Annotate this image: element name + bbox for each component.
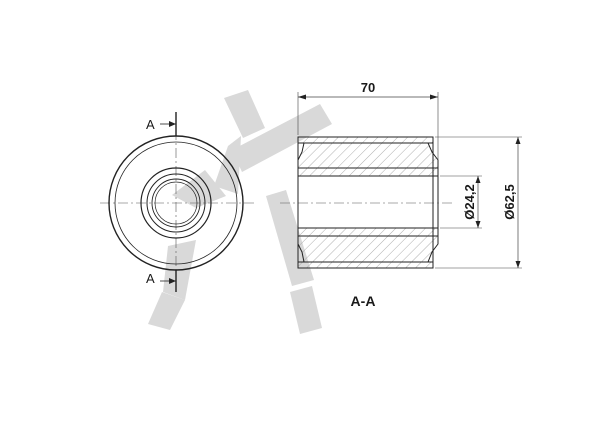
watermark-logo — [148, 90, 332, 334]
rubber-body-bottom — [297, 235, 439, 263]
rubber-body-top — [297, 142, 439, 169]
bore-circle-1 — [146, 173, 206, 233]
section-view: 70 Ø24,2 Ø62,5 A-A — [280, 80, 522, 309]
bore-circle-3 — [154, 181, 198, 225]
outer-sleeve-bottom — [297, 261, 434, 269]
outer-dia-arrow-top — [515, 137, 521, 144]
section-arrowhead-top — [169, 121, 176, 127]
outer-circle-inner-edge — [114, 141, 238, 265]
section-mark-top: A — [146, 117, 155, 132]
inner-sleeve-top — [297, 167, 439, 177]
section-arrowhead-bottom — [169, 278, 176, 284]
sleeve-outer-circle — [140, 167, 212, 239]
outer-diameter-dimension: Ø62,5 — [502, 184, 517, 219]
section-title: A-A — [351, 293, 376, 309]
section-mark-bottom: A — [146, 271, 155, 286]
outer-dia-arrow-bottom — [515, 261, 521, 268]
inner-dia-arrow-top — [475, 176, 481, 183]
inner-sleeve-bottom — [297, 227, 439, 237]
inner-diameter-dimension: Ø24,2 — [462, 184, 477, 219]
bore-circle-2 — [151, 178, 201, 228]
length-dimension: 70 — [361, 80, 375, 95]
inner-dia-arrow-bottom — [475, 221, 481, 228]
bore — [297, 175, 439, 229]
front-view: A A — [100, 112, 255, 292]
length-arrow-left — [298, 94, 306, 100]
outer-sleeve-top — [297, 136, 434, 144]
length-arrow-right — [430, 94, 438, 100]
